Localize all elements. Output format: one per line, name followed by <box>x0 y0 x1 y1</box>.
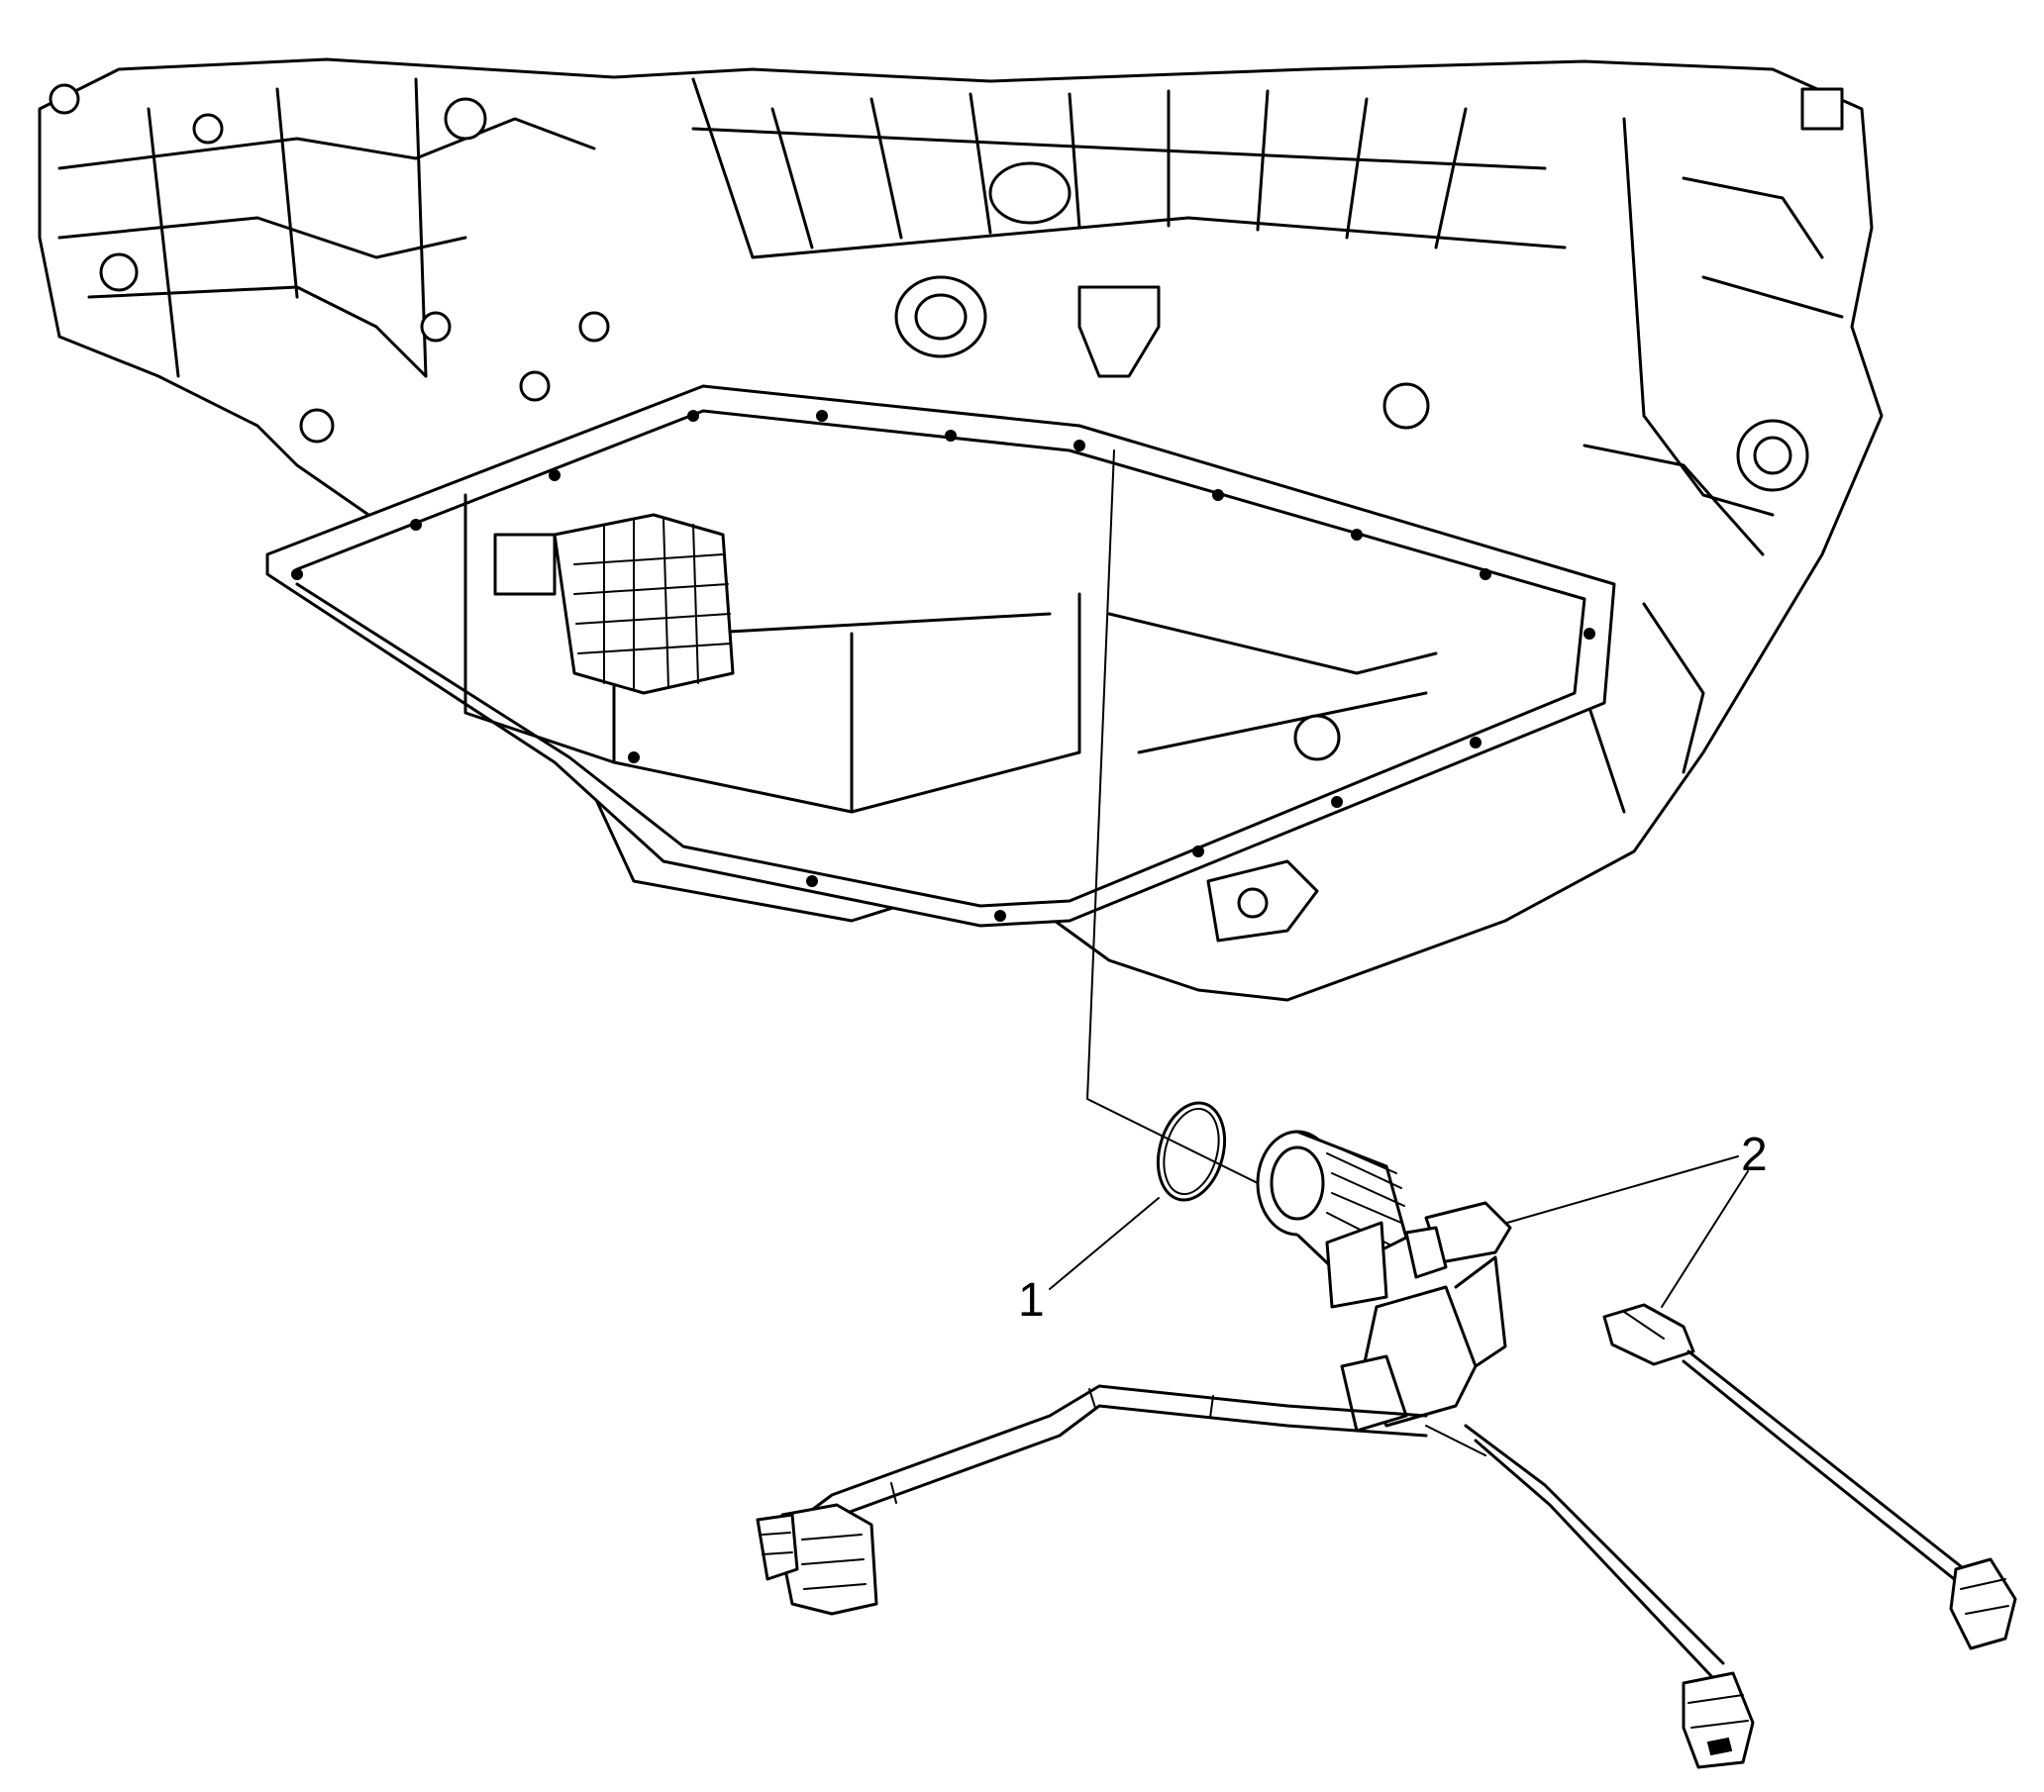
callout-2: 2 <box>1741 1129 1768 1181</box>
harness-bulkhead-connector <box>1256 1130 1512 1433</box>
callout-1: 1 <box>1018 1274 1045 1327</box>
leader-1 <box>1049 1197 1160 1290</box>
leader-2b <box>1661 1170 1749 1308</box>
callout-leaders <box>1049 1155 1749 1308</box>
leader-2a <box>1506 1155 1739 1224</box>
pan-bolt-holes <box>291 410 1595 922</box>
wiring-harness <box>756 1384 1755 1769</box>
sensor-harness <box>1602 1303 2017 1650</box>
transmission-housing <box>38 57 1884 1002</box>
valve-body-grid <box>493 513 735 695</box>
o-ring-seal <box>1156 1101 1227 1202</box>
install-leader-line <box>1086 449 1269 1189</box>
